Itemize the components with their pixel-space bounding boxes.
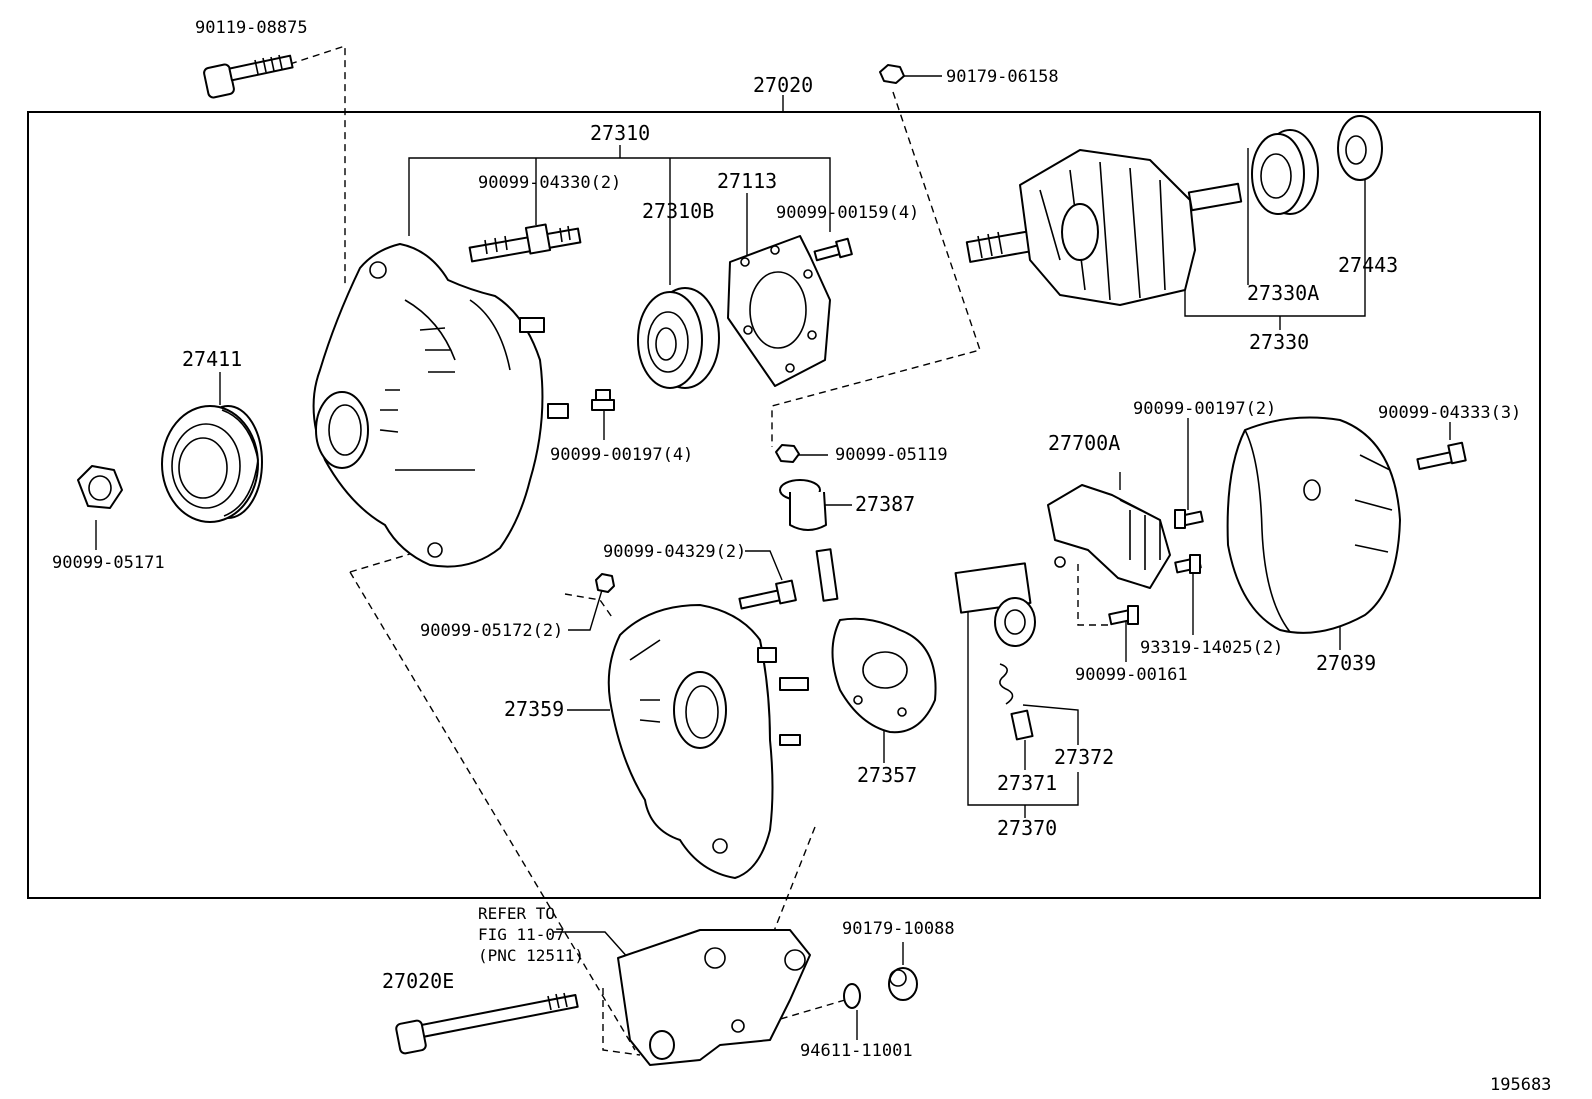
nut-90099-05119-drawing xyxy=(775,444,800,463)
bearing-27330A-drawing xyxy=(1251,129,1319,215)
label-27357: 27357 xyxy=(857,763,917,787)
mounting-bracket-drawing xyxy=(617,929,811,1066)
brush-holder-27370-drawing xyxy=(954,562,1036,741)
rotor-27330-drawing xyxy=(965,149,1243,306)
rectifier-27357-drawing xyxy=(815,548,937,734)
screw-90099-00161-drawing xyxy=(1108,605,1139,626)
bolt-90099-04333-drawing xyxy=(1416,441,1467,471)
label-90099-00197-4: 90099-00197(4) xyxy=(550,445,693,465)
label-90119-08875: 90119-08875 xyxy=(195,18,308,38)
label-90099-04333: 90099-04333(3) xyxy=(1378,403,1521,423)
label-27411: 27411 xyxy=(182,347,242,371)
label-27310: 27310 xyxy=(590,121,650,145)
bolt-90119-08875-drawing xyxy=(203,54,294,99)
label-27020: 27020 xyxy=(753,73,813,97)
label-90099-00197-2: 90099-00197(2) xyxy=(1133,399,1276,419)
screw-90099-00197-2-drawing xyxy=(1174,509,1204,529)
bolt-27020E-drawing xyxy=(395,992,579,1055)
pulley-27411-drawing xyxy=(161,405,263,523)
label-27330: 27330 xyxy=(1249,330,1309,354)
stud-90099-04330-drawing xyxy=(468,223,582,263)
label-90179-10088: 90179-10088 xyxy=(842,919,955,939)
drive-end-frame-27310-drawing xyxy=(312,243,569,568)
retainer-plate-27113-drawing xyxy=(727,235,831,387)
part-labels: 90119-08875 27020 90179-06158 27310 9009… xyxy=(52,18,1551,1095)
label-27387: 27387 xyxy=(855,492,915,516)
bearing-27310B-drawing xyxy=(637,287,720,389)
label-90099-05119: 90099-05119 xyxy=(835,445,948,465)
label-27700A: 27700A xyxy=(1048,431,1120,455)
label-94611-11001: 94611-11001 xyxy=(800,1041,913,1061)
label-90179-06158: 90179-06158 xyxy=(946,67,1059,87)
bolt-90099-04329-drawing xyxy=(738,579,797,610)
label-27039: 27039 xyxy=(1316,651,1376,675)
label-27370: 27370 xyxy=(997,816,1057,840)
label-27020E: 27020E xyxy=(382,969,454,993)
label-27330A: 27330A xyxy=(1247,281,1319,305)
screw-93319-14025-drawing xyxy=(1174,554,1202,574)
leader-lines xyxy=(95,75,1451,1040)
label-27443: 27443 xyxy=(1338,253,1398,277)
label-90099-05171: 90099-05171 xyxy=(52,553,165,573)
label-90099-00159: 90099-00159(4) xyxy=(776,203,919,223)
diagram-id: 195683 xyxy=(1490,1075,1551,1095)
label-27371: 27371 xyxy=(997,771,1057,795)
assembly-frame xyxy=(27,95,1541,899)
rear-cover-27039-drawing xyxy=(1226,416,1401,634)
nut-90099-05171-drawing xyxy=(77,465,123,509)
label-27372: 27372 xyxy=(1054,745,1114,769)
label-refer-fig: FIG 11-07 xyxy=(478,925,565,944)
label-90099-00161: 90099-00161 xyxy=(1075,665,1188,685)
label-refer-to: REFER TO xyxy=(478,904,555,923)
label-refer-pnc: (PNC 12511) xyxy=(478,946,584,965)
label-90099-04329: 90099-04329(2) xyxy=(603,542,746,562)
label-27310B: 27310B xyxy=(642,199,714,223)
label-90099-04330: 90099-04330(2) xyxy=(478,173,621,193)
label-27359: 27359 xyxy=(504,697,564,721)
screw-90099-00159-drawing xyxy=(813,237,853,262)
label-93319-14025: 93319-14025(2) xyxy=(1140,638,1283,658)
nut-90099-05172-drawing xyxy=(595,573,615,593)
insulator-27387-drawing xyxy=(779,479,827,531)
cover-27443-drawing xyxy=(1337,115,1383,181)
regulator-27700A-drawing xyxy=(1047,484,1171,589)
rectifier-end-frame-27359-drawing xyxy=(607,604,809,879)
bolt-90099-00197-4-drawing xyxy=(591,389,615,411)
nut-90179-06158-drawing xyxy=(879,64,905,84)
washer-94611-11001-drawing xyxy=(843,983,861,1009)
nut-90179-10088-drawing xyxy=(888,967,918,1001)
label-27113: 27113 xyxy=(717,169,777,193)
label-90099-05172: 90099-05172(2) xyxy=(420,621,563,641)
